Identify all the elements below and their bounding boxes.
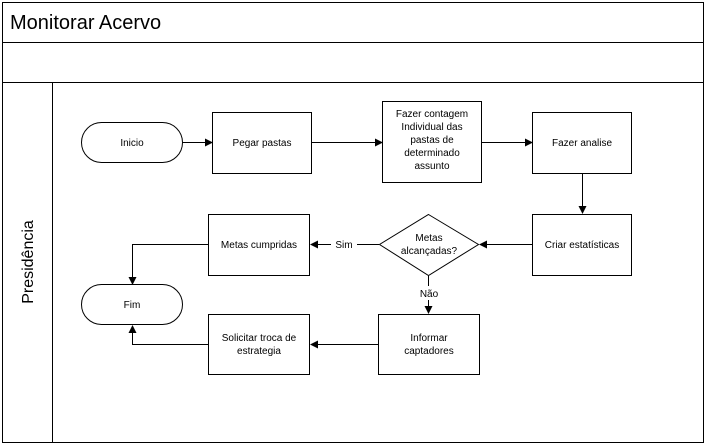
process-shape <box>208 314 310 375</box>
node-label-line-1: Solicitar troca de <box>222 333 297 344</box>
node-fazer-contagem: Fazer contagem Individual das pastas de … <box>382 101 482 183</box>
node-pegar-pastas: Pegar pastas <box>212 112 312 174</box>
node-label-line-2: estrategia <box>237 346 281 357</box>
node-label: Metas cumpridas <box>221 240 297 251</box>
node-label-line-1: Metas <box>415 233 442 244</box>
arrowhead-informar <box>424 306 433 314</box>
edge-label-sim-bg <box>331 237 357 251</box>
node-label-line-2: captadores <box>404 346 453 357</box>
node-metas-decisao: Metas alcançadas? <box>378 213 480 277</box>
node-label-line-1: Fazer contagem <box>396 109 468 120</box>
arrowhead-contagem <box>375 138 383 147</box>
arrowhead-fim-bottom <box>128 325 137 333</box>
process-shape <box>532 214 632 276</box>
node-label-line-1: Informar <box>410 333 448 344</box>
edge-label-nao-bg <box>416 286 442 300</box>
node-label-line-2: alcançadas? <box>401 246 458 257</box>
node-label-line-4: determinado <box>404 148 460 159</box>
connectors <box>128 138 587 349</box>
node-label-line-5: assunto <box>414 161 449 172</box>
process-shape <box>208 214 310 276</box>
edge-solicitar-fim <box>132 332 209 345</box>
diagram-frame <box>2 2 704 443</box>
arrowhead-decisao <box>479 240 487 249</box>
node-label: Fim <box>124 300 141 311</box>
arrowhead-estatisticas <box>578 206 587 214</box>
diagram-title: Monitorar Acervo <box>10 12 161 34</box>
node-label-line-3: pastas de <box>410 135 454 146</box>
node-criar-estatisticas: Criar estatísticas <box>532 214 632 276</box>
process-shape <box>378 314 480 375</box>
node-label: Pegar pastas <box>233 138 292 149</box>
edge-label-nao: Não <box>420 289 439 300</box>
lane-label: Presidência <box>20 220 37 304</box>
node-solicitar-troca: Solicitar troca de estrategia <box>208 314 310 375</box>
node-label-line-2: Individual das <box>401 122 462 133</box>
node-label: Inicio <box>120 138 144 149</box>
node-fim: Fim <box>81 284 183 325</box>
edge-metas-fim <box>132 244 209 278</box>
node-inicio: Inicio <box>81 122 183 163</box>
node-informar-captadores: Informar captadores <box>378 314 480 375</box>
terminator-shape <box>81 284 183 325</box>
node-label: Criar estatísticas <box>545 240 619 251</box>
node-metas-cumpridas: Metas cumpridas <box>208 214 310 276</box>
arrowhead-solicitar <box>310 340 318 349</box>
arrowhead-metas <box>310 240 318 249</box>
process-shape <box>532 112 632 174</box>
node-label: Fazer analise <box>552 138 612 149</box>
arrowhead-fim-top <box>128 277 137 285</box>
process-shape <box>212 112 312 174</box>
decision-shape <box>378 213 480 277</box>
arrowhead-analise <box>525 138 533 147</box>
terminator-shape <box>81 122 183 163</box>
arrowhead-pegar <box>205 138 213 147</box>
node-fazer-analise: Fazer analise <box>532 112 632 174</box>
edge-label-sim: Sim <box>335 240 352 251</box>
process-shape <box>382 101 482 183</box>
